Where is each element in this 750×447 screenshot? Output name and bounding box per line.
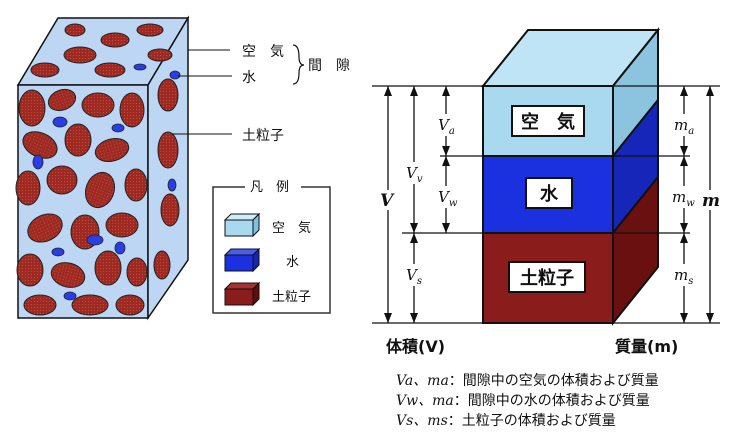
label-volume-air-sub: a: [449, 126, 455, 137]
note-3-symbol: Vs、ms: [396, 413, 448, 429]
label-volume-water-sub: w: [449, 198, 458, 209]
svg-text:ma: ma: [674, 116, 694, 137]
legend-title: 凡 例: [250, 180, 289, 195]
phase-label-water: 水: [540, 183, 559, 205]
svg-text:Vw、ma：間隙中の水の体積および質量: Vw、ma：間隙中の水の体積および質量: [396, 393, 650, 409]
legend-label-soil: 土粒子: [272, 290, 311, 305]
svg-text:mw: mw: [672, 188, 695, 209]
axis-volume-label: 体積(V): [386, 337, 445, 356]
phase-box-soil-side: [612, 174, 659, 326]
notes: Va、ma：間隙中の空気の体積および質量 Vw、ma：間隙中の水の体積および質量…: [396, 373, 659, 429]
soil-block-water-label: 水: [242, 70, 256, 86]
label-volume-void: V: [406, 164, 419, 182]
axis-mass-label: 質量(m): [615, 337, 678, 356]
label-volume-void-sub: v: [417, 174, 423, 185]
phase-diagram: [480, 27, 661, 326]
soil-particles: [15, 23, 180, 316]
note-1-text: ：間隙中の空気の体積および質量: [449, 373, 659, 389]
phase-label-soil: 土粒子: [520, 267, 574, 289]
note-2-text: ：間隙中の水の体積および質量: [454, 393, 650, 409]
label-mass-soil-sub: s: [688, 276, 693, 287]
phase-label-air: 空 気: [521, 111, 575, 133]
soil-block-air-label: 空 気: [242, 44, 284, 60]
svg-text:Vw: Vw: [438, 188, 458, 209]
soil-block: [15, 15, 305, 321]
label-volume-air: V: [438, 116, 451, 134]
legend-swatch-soil: [223, 281, 261, 307]
legend-swatch-water: [223, 247, 261, 273]
label-volume-total: V: [380, 191, 395, 211]
label-mass-total: m: [702, 191, 720, 211]
legend-label-air: 空 気: [272, 220, 311, 236]
label-mass-air: m: [674, 116, 688, 134]
note-2-symbol: Vw、ma: [396, 393, 454, 409]
label-mass-soil: m: [674, 266, 688, 284]
svg-text:ms: ms: [674, 266, 693, 287]
label-mass-water-sub: w: [686, 198, 695, 209]
dimension-arrowheads: [384, 86, 714, 323]
label-volume-soil: V: [406, 266, 419, 284]
svg-text:Vs、ms：土粒子の体積および質量: Vs、ms：土粒子の体積および質量: [396, 413, 616, 429]
soil-block-void-label: 間 隙: [308, 58, 350, 74]
svg-text:Vs: Vs: [406, 266, 422, 287]
legend-swatch-air: [223, 212, 261, 238]
svg-text:Va、ma：間隙中の空気の体積および質量: Va、ma：間隙中の空気の体積および質量: [396, 373, 659, 389]
label-volume-water: V: [438, 188, 451, 206]
note-3-text: ：土粒子の体積および質量: [448, 413, 616, 429]
legend: 凡 例 空 気 水 土粒子: [212, 180, 331, 314]
svg-text:Vv: Vv: [406, 164, 423, 185]
water-blobs: [32, 63, 181, 301]
legend-label-water: 水: [286, 255, 299, 270]
label-mass-air-sub: a: [688, 126, 694, 137]
soil-block-soil-label: 土粒子: [242, 128, 284, 144]
note-1-symbol: Va、ma: [396, 373, 449, 389]
label-volume-soil-sub: s: [417, 276, 422, 287]
svg-text:Va: Va: [438, 116, 455, 137]
label-mass-water: m: [672, 188, 686, 206]
